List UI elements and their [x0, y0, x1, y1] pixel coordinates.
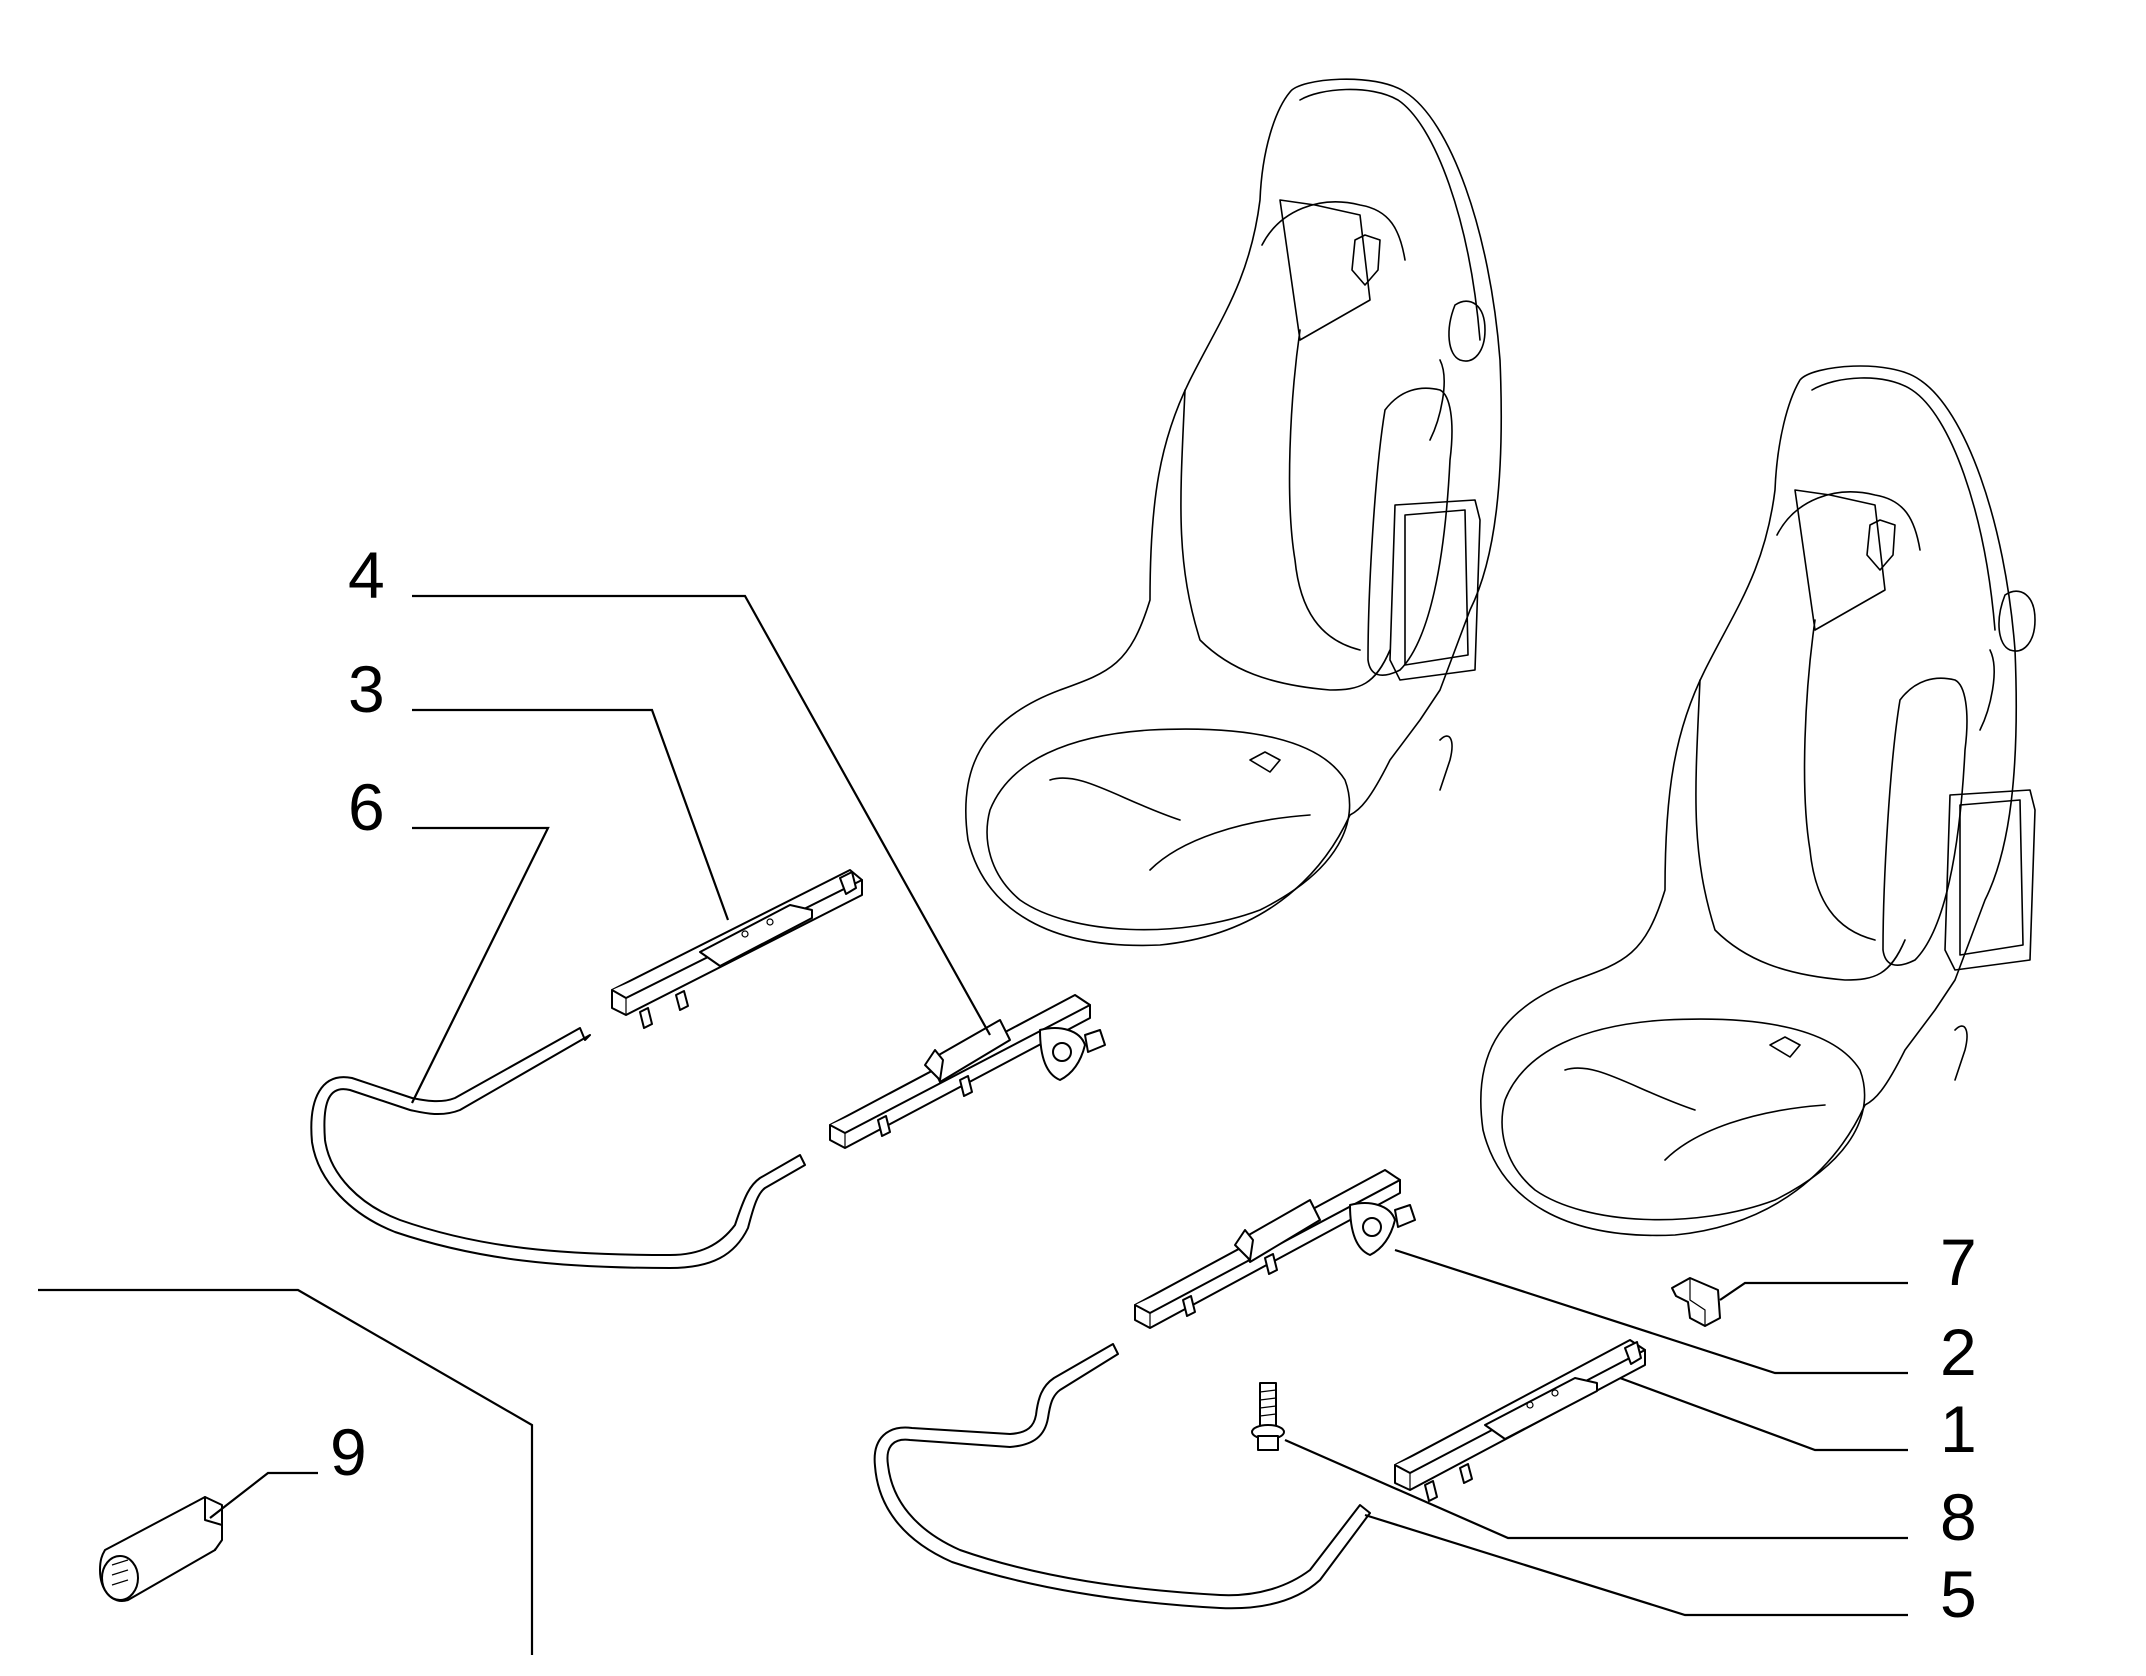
leader-line-8: [1284, 1438, 1908, 1540]
leader-line-7: [1719, 1281, 1908, 1301]
callout-7: 7: [1940, 1225, 1977, 1299]
connector-9: [99, 1496, 223, 1602]
seat-rail-2: [1134, 1169, 1416, 1329]
callout-8: 8: [1940, 1480, 1977, 1554]
callout-2: 2: [1940, 1315, 1977, 1389]
seat-wire-6: [310, 1027, 806, 1269]
seat-illustration-right: [1479, 365, 2036, 1237]
callout-labels: 4 3 6 7 2 1 8 5 9: [330, 538, 1977, 1631]
clip-7: [1671, 1277, 1721, 1327]
callout-4: 4: [348, 538, 385, 612]
leader-line-4: [412, 594, 991, 1036]
leader-line-6: [411, 826, 550, 1104]
seat-rail-1: [1394, 1339, 1646, 1502]
leader-lines: [38, 594, 1908, 1655]
seat-rail-4: [829, 994, 1106, 1149]
callout-3: 3: [348, 652, 385, 726]
seat-wire-5: [873, 1343, 1371, 1610]
seat-rail-3: [611, 869, 863, 1029]
callout-6: 6: [348, 770, 385, 844]
callout-5: 5: [1940, 1557, 1977, 1631]
leader-line-5: [1364, 1513, 1908, 1617]
bolt-8: [1251, 1382, 1285, 1451]
leader-line-2: [1394, 1248, 1908, 1375]
seat-illustration-left: [964, 78, 1503, 947]
callout-9: 9: [330, 1415, 367, 1489]
divider-line: [38, 1288, 534, 1655]
leader-line-1: [1619, 1376, 1908, 1452]
callout-1: 1: [1940, 1392, 1977, 1466]
leader-line-3: [412, 708, 730, 921]
leader-line-9: [209, 1471, 318, 1519]
